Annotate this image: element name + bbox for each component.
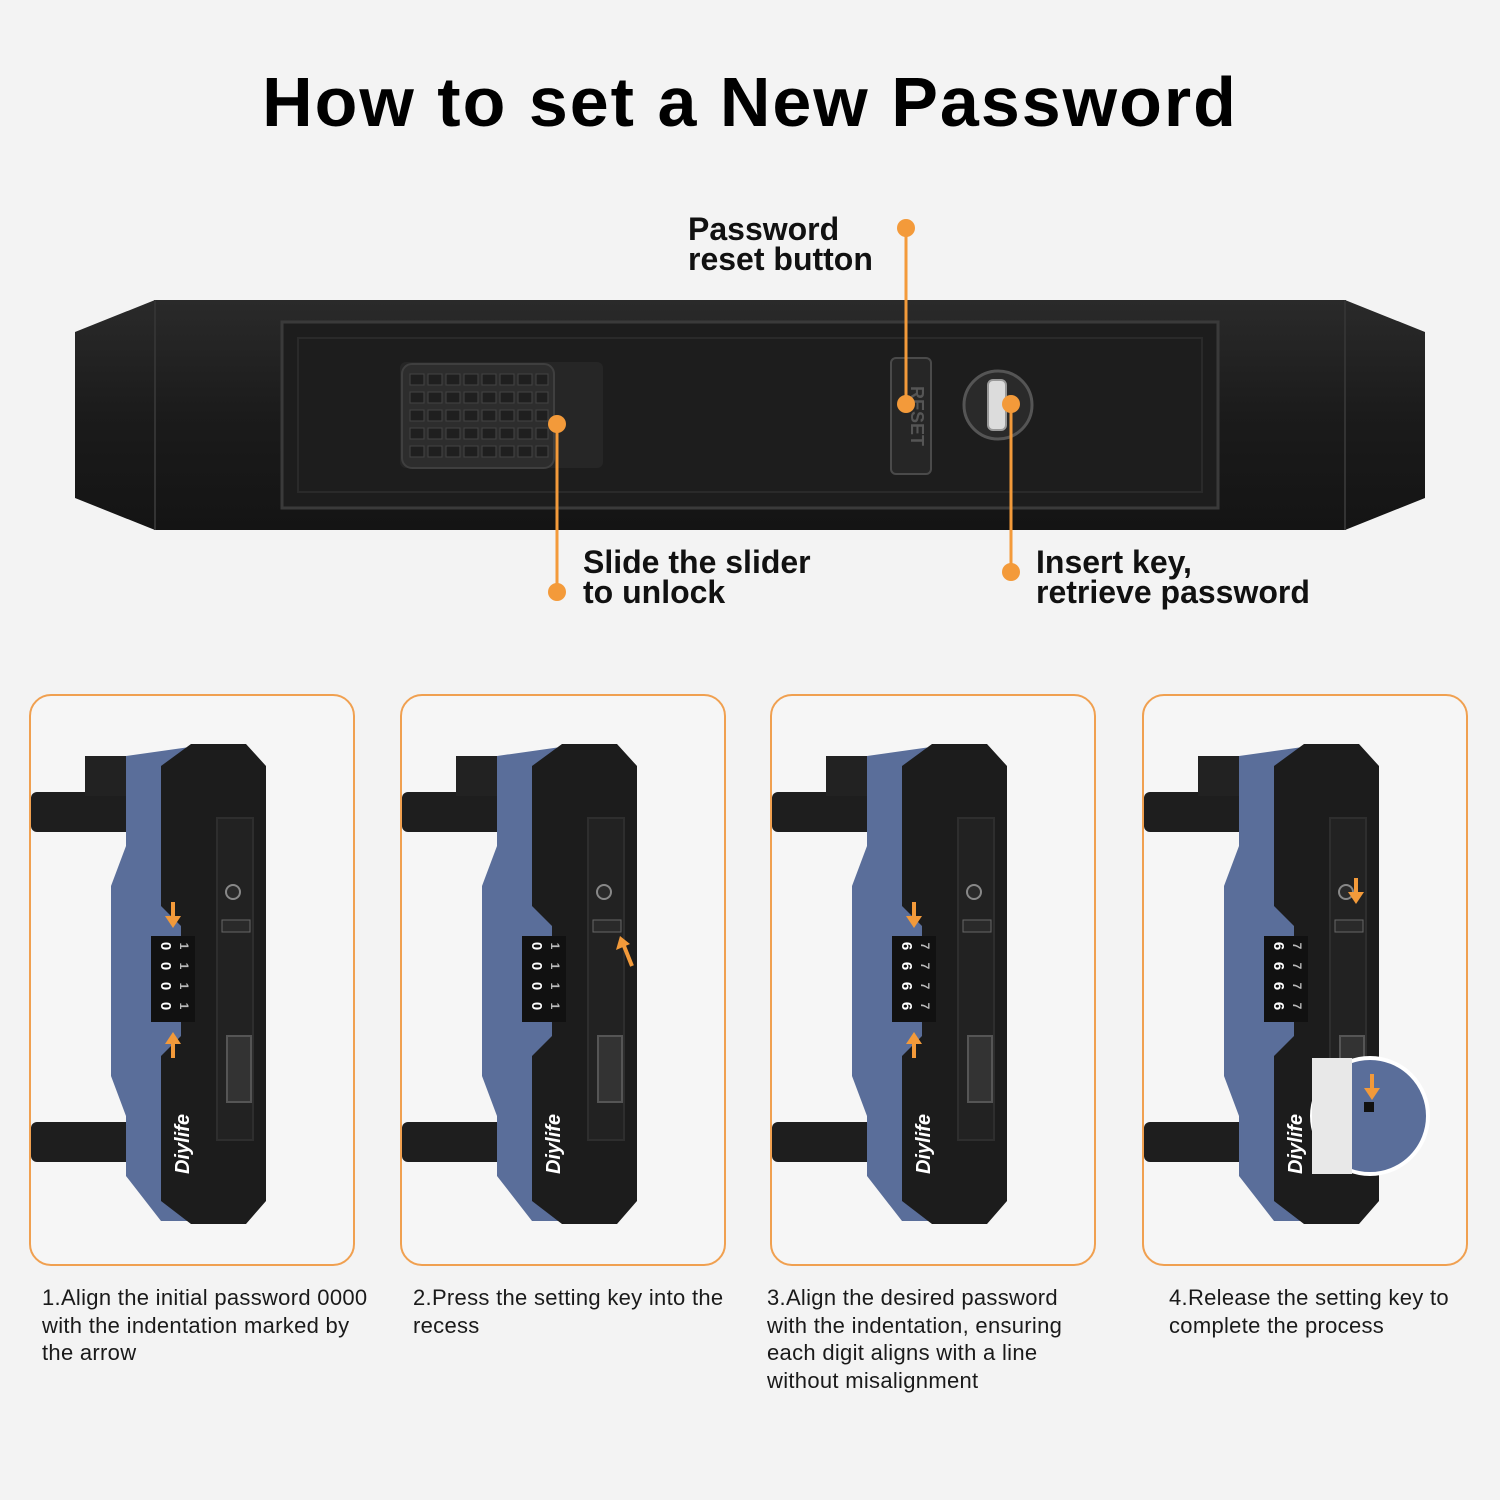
slider-grip: [401, 363, 555, 469]
indicator-arrow-icon: [165, 1032, 181, 1058]
lock-top-view: RESET: [75, 219, 1425, 601]
dial-digit-next: 7: [1290, 983, 1304, 990]
dial-digit: 6: [898, 982, 915, 990]
brand-logo: Diylife: [543, 1114, 565, 1174]
dial-digit-next: 7: [1290, 943, 1304, 950]
step-text-4: 4.Release the setting key to complete th…: [1169, 1285, 1449, 1338]
reset-engraving: RESET: [907, 386, 927, 446]
dial-digit-next: 1: [548, 943, 562, 950]
dial-digit-next: 1: [177, 983, 191, 990]
dial-digit-next: 7: [1290, 963, 1304, 970]
reset-button: [890, 357, 932, 475]
dial-digit: 0: [528, 982, 545, 990]
indicator-arrow-icon: [616, 936, 634, 967]
callout-slider: Slide the slider to unlock: [583, 544, 811, 610]
step-text-3: 3.Align the desired password with the in…: [767, 1285, 1063, 1393]
brand-logo: Diylife: [172, 1114, 194, 1174]
dial-digit-next: 1: [548, 983, 562, 990]
dial-digit: 0: [157, 1002, 174, 1010]
dial-digit-next: 1: [177, 1003, 191, 1010]
dial-digit-next: 1: [177, 963, 191, 970]
dial-digit: 0: [528, 1002, 545, 1010]
dial-digit-next: 1: [177, 943, 191, 950]
dial-digit: 6: [898, 1002, 915, 1010]
dial-digit-next: 1: [548, 1003, 562, 1010]
brand-logo: Diylife: [913, 1114, 935, 1174]
dial-digit-next: 7: [918, 1003, 932, 1010]
dial-digit: 0: [528, 942, 545, 950]
dial-digit-next: 7: [1290, 1003, 1304, 1010]
dial-digit-next: 1: [548, 963, 562, 970]
dial-digit: 0: [157, 962, 174, 970]
slider-icon: [597, 1035, 623, 1103]
keyhole-icon: [596, 884, 612, 900]
dial-digit-next: 7: [918, 983, 932, 990]
page-title: How to set a New Password: [262, 63, 1238, 141]
reset-button-icon: [592, 919, 622, 933]
dial-digit: 6: [1270, 1002, 1287, 1010]
step-text-2: 2.Press the setting key into the recess: [413, 1285, 724, 1338]
brand-logo: Diylife: [1285, 1114, 1307, 1174]
reset-button-icon: [962, 919, 992, 933]
dial-digit: 6: [1270, 942, 1287, 950]
dial-digit: 6: [1270, 982, 1287, 990]
dial-digit: 0: [528, 962, 545, 970]
dial-digit: 0: [157, 982, 174, 990]
reset-button-icon: [221, 919, 251, 933]
indicator-arrow-icon: [165, 902, 181, 928]
indicator-arrow-icon: [1364, 1074, 1380, 1100]
dial-digit: 6: [898, 942, 915, 950]
indicator-arrow-icon: [906, 1032, 922, 1058]
keyhole-icon: [225, 884, 241, 900]
callout-reset-button: Password reset button: [688, 211, 873, 277]
slider-icon: [967, 1035, 993, 1103]
keyhole-icon: [966, 884, 982, 900]
dial-digit-next: 7: [918, 963, 932, 970]
dial-digit: 6: [1270, 962, 1287, 970]
step-text-1: 1.Align the initial password 0000 with t…: [42, 1285, 368, 1365]
callout-key: Insert key, retrieve password: [1036, 544, 1310, 610]
dial-digit: 0: [157, 942, 174, 950]
indicator-arrow-icon: [906, 902, 922, 928]
zoom-inset: [1310, 1056, 1430, 1176]
dial-digit: 6: [898, 962, 915, 970]
reset-button-icon: [1334, 919, 1364, 933]
indicator-arrow-icon: [1348, 878, 1364, 904]
slider-icon: [226, 1035, 252, 1103]
dial-digit-next: 7: [918, 943, 932, 950]
